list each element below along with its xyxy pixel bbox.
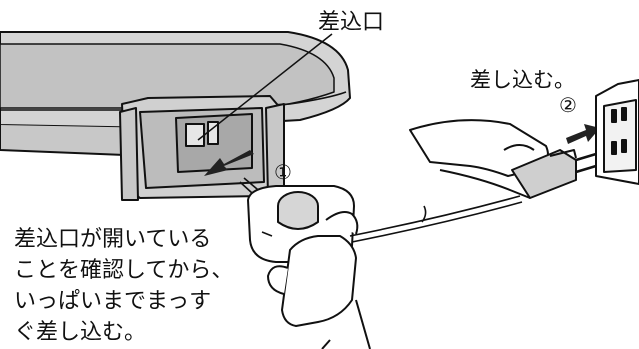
instruction-line-1: 差込口が開いている (14, 227, 212, 252)
step-1-marker: ① (274, 160, 292, 184)
wall-outlet (595, 79, 639, 185)
long-cord (349, 195, 523, 243)
right-hand (409, 119, 549, 199)
instruction-line-3: いっぱいまでまっす (14, 289, 212, 314)
insert-arrow-2 (566, 124, 600, 144)
left-hand (267, 211, 371, 349)
instruction-line-4: ぐ差し込む。 (14, 320, 147, 345)
insert-arrow-1 (204, 150, 254, 176)
plug-in-label: 差し込む。 (470, 68, 575, 92)
inlet-housing (119, 95, 285, 201)
step-2-marker: ② (559, 93, 577, 117)
inlet-leader-line (197, 33, 333, 141)
instruction-text: 差込口が開いている ことを確認してから、 いっぱいまでまっす ぐ差し込む。 (14, 224, 254, 348)
inlet-label: 差込口 (318, 10, 385, 35)
wall-plug (511, 149, 597, 199)
instruction-line-2: ことを確認してから、 (14, 258, 234, 283)
